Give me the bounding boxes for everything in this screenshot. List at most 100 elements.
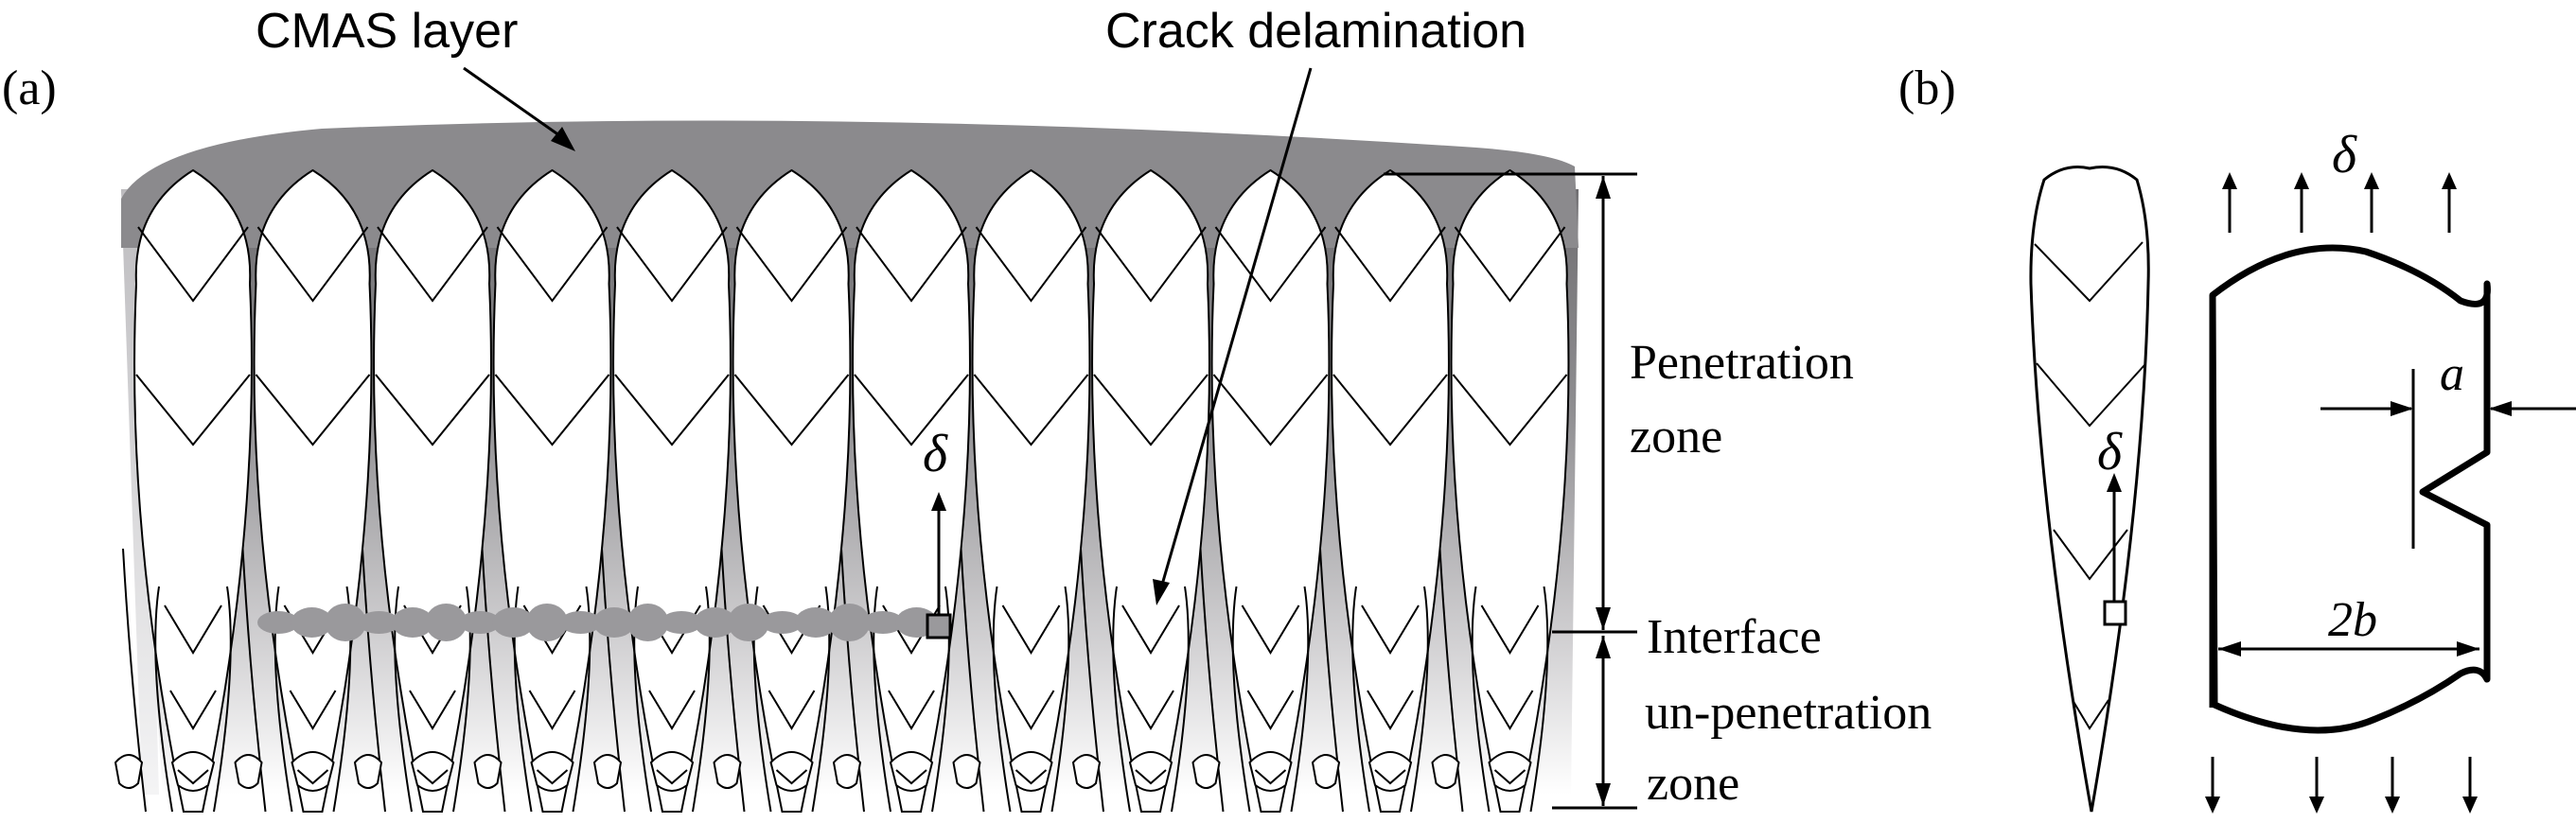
cmas-pointer-head xyxy=(551,127,575,151)
load-arrowhead-bottom-3 xyxy=(2385,797,2400,814)
crack-blob xyxy=(593,607,635,638)
delta-label-b-top: δ xyxy=(2332,126,2357,184)
panel-a: (a) δ CMAS layer Crack delamination xyxy=(2,4,1932,813)
column-chevrons xyxy=(733,226,850,447)
crack-pointer-line xyxy=(1160,67,1313,586)
width-dim-right-head xyxy=(2457,641,2479,657)
cmas-layer-label: CMAS layer xyxy=(256,4,518,59)
column-base-cup xyxy=(769,751,814,792)
crack-blob xyxy=(862,611,904,634)
load-arrowhead-bottom-2 xyxy=(2309,797,2324,814)
crack-delamination-label: Crack delamination xyxy=(1105,4,1526,59)
column-base-chevron xyxy=(656,769,688,785)
column-side-branch xyxy=(362,548,386,813)
penetration-zone-label-1: Penetration xyxy=(1630,336,1854,390)
crack-length-label: a xyxy=(2440,347,2464,401)
column-lower-branches xyxy=(873,586,950,813)
column-12 xyxy=(1431,168,1570,813)
column-side-branch xyxy=(1199,548,1225,813)
column-side-branch xyxy=(840,548,865,813)
load-arrowhead-top-1 xyxy=(2222,172,2237,189)
crack-blob xyxy=(459,611,501,634)
penetration-arrowhead-top xyxy=(1596,176,1611,199)
column-base-cup xyxy=(649,751,695,792)
delta-label-b-column: δ xyxy=(2097,423,2123,482)
columnar-structure xyxy=(114,168,1570,813)
column-base-cup xyxy=(1488,751,1532,792)
column-base-cup xyxy=(1128,751,1173,792)
crack-blob xyxy=(492,607,535,638)
column-base-cup-small xyxy=(1311,754,1341,789)
column-body xyxy=(1091,168,1210,813)
column-8 xyxy=(952,168,1091,813)
crack-blob xyxy=(325,604,366,641)
column-base-cup-small xyxy=(713,754,742,789)
column-9 xyxy=(1071,168,1210,813)
crack-blob xyxy=(728,604,769,641)
column-chevrons xyxy=(1332,226,1448,447)
column-base-cup xyxy=(889,751,934,792)
column-base-cup xyxy=(1248,751,1293,792)
column-chevrons xyxy=(614,226,730,447)
column-base-chevron xyxy=(895,769,927,785)
column-base-chevron xyxy=(1015,769,1048,785)
column-lower-branches xyxy=(633,586,711,813)
column-base-cup-small xyxy=(1431,754,1460,789)
column-body xyxy=(1450,168,1570,813)
crack-blob xyxy=(626,604,669,641)
column-marker xyxy=(2103,600,2127,626)
column-side-branch xyxy=(241,548,267,813)
column-chevrons xyxy=(255,226,371,447)
column-base-chevron xyxy=(177,769,209,785)
column-3 xyxy=(353,168,492,813)
column-lower-branches xyxy=(1112,586,1190,813)
column-lower-branches xyxy=(1351,586,1429,813)
width-label: 2b xyxy=(2328,593,2377,647)
panel-b: (b) δ a 2b δ xyxy=(1898,61,2576,814)
column-base-chevron xyxy=(1374,769,1406,785)
unpenetration-zone-label-2: zone xyxy=(1647,757,1739,811)
panel-b-label: (b) xyxy=(1898,61,1956,115)
column-body xyxy=(971,168,1091,813)
penetration-arrowhead-bottom xyxy=(1596,607,1611,630)
crack-dim-left-head xyxy=(2391,401,2413,416)
crack-blob xyxy=(425,604,468,641)
unpenetration-arrowhead-bottom xyxy=(1596,783,1611,806)
column-base-cup xyxy=(170,751,216,792)
column-base-cup xyxy=(530,751,574,792)
column-body xyxy=(492,168,612,813)
column-base-chevron xyxy=(775,769,808,785)
column-chevrons xyxy=(494,226,610,447)
crack-dim-right-head xyxy=(2489,401,2512,416)
column-body xyxy=(612,168,732,813)
crack-blob xyxy=(661,611,702,634)
column-chevrons xyxy=(1093,226,1209,447)
column-side-branch xyxy=(1438,548,1464,813)
column-side-branch xyxy=(122,548,147,813)
column-lower-branches xyxy=(1231,586,1310,813)
column-chevrons xyxy=(973,226,1089,447)
column-6 xyxy=(713,168,852,813)
column-body xyxy=(1331,168,1450,813)
column-2 xyxy=(234,168,373,813)
load-arrowhead-top-3 xyxy=(2364,172,2379,189)
column-chevrons xyxy=(135,226,251,447)
column-chevrons xyxy=(1452,226,1568,447)
crack-blob xyxy=(392,607,433,638)
column-base-cup-small xyxy=(952,754,981,789)
load-arrowhead-bottom-4 xyxy=(2462,797,2478,814)
load-arrowhead-top-4 xyxy=(2442,172,2457,189)
column-11 xyxy=(1311,168,1450,813)
column-base-cup xyxy=(1009,751,1053,792)
column-base-chevron xyxy=(536,769,569,785)
column-side-branch xyxy=(481,548,506,813)
column-lower-branches xyxy=(394,586,471,813)
column-body xyxy=(253,168,373,813)
column-body xyxy=(1210,168,1331,813)
column-side-branch xyxy=(1080,548,1104,813)
column-base-cup xyxy=(1367,751,1413,792)
delta-arrowhead-b-column xyxy=(2107,473,2122,492)
interface-label: Interface xyxy=(1647,610,1822,664)
column-chevrons xyxy=(375,226,490,447)
